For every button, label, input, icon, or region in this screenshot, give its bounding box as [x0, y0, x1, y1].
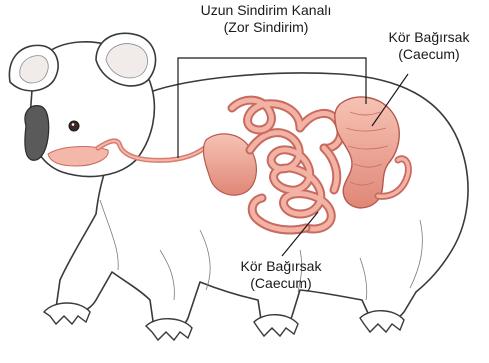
koala-feet	[44, 303, 404, 340]
long-intestine-label-line2: (Zor Sindirim)	[176, 19, 356, 36]
long-intestine-label: Uzun Sindirim Kanalı (Zor Sindirim)	[176, 2, 356, 36]
caecum-top-label: Kör Bağırsak (Caecum)	[374, 29, 484, 63]
caecum-top-label-line2: (Caecum)	[374, 46, 484, 63]
eye	[69, 121, 79, 131]
caecum-top-label-line1: Kör Bağırsak	[374, 29, 484, 46]
caecum-bottom-label-line1: Kör Bağırsak	[216, 258, 346, 275]
caecum-bottom-label-line2: (Caecum)	[216, 275, 346, 292]
long-intestine-label-line1: Uzun Sindirim Kanalı	[176, 2, 356, 19]
caecum-bottom-label: Kör Bağırsak (Caecum)	[216, 258, 346, 292]
